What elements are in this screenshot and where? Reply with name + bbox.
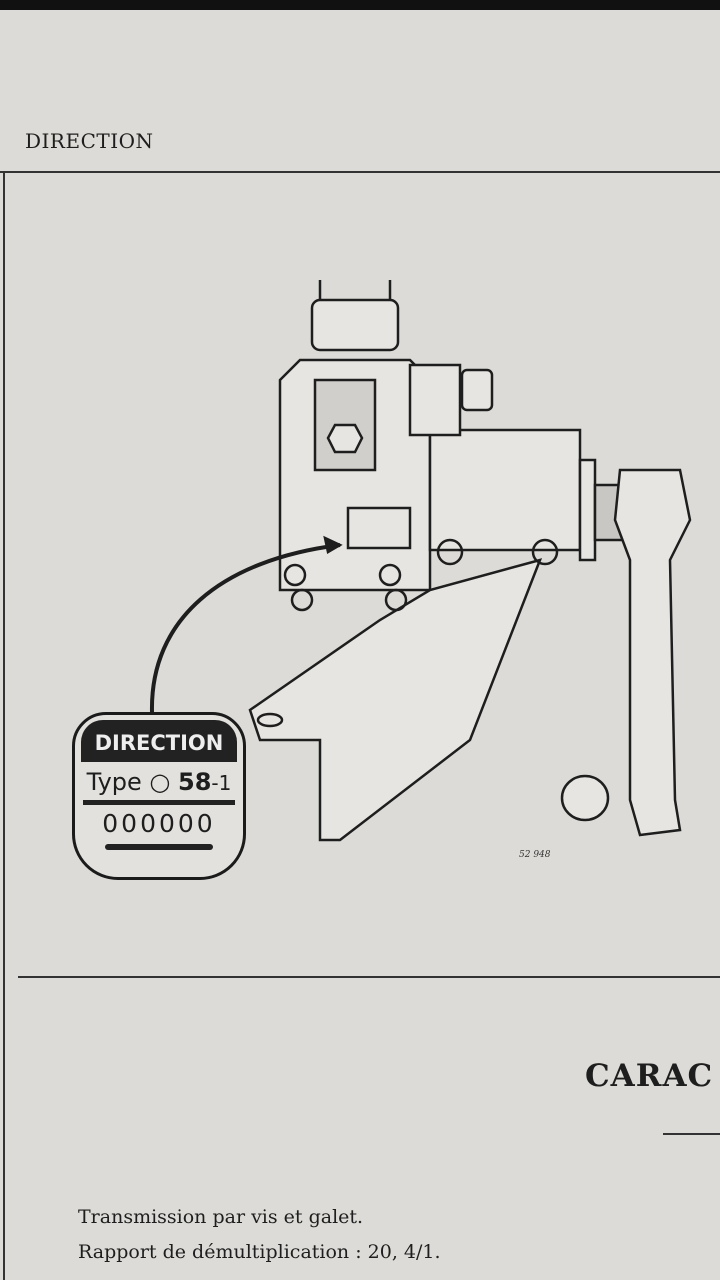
characteristic-line: Transmission par vis et galet. <box>78 1206 364 1228</box>
frame-top-rule <box>0 171 720 173</box>
plate-type-line: Type ○ 58-1 <box>75 768 243 796</box>
plate-type-suffix: -1 <box>211 771 232 795</box>
plate-type-label: Type <box>86 768 142 796</box>
plate-serial: 000000 <box>102 809 216 838</box>
plate-divider <box>83 800 235 805</box>
circle-icon: ○ <box>149 768 171 796</box>
section-title: CARAC <box>585 1058 714 1094</box>
title-rule <box>663 1133 720 1135</box>
plate-title: DIRECTION <box>81 720 237 762</box>
top-bar <box>0 0 720 10</box>
section-divider <box>18 976 720 978</box>
steering-box-illustration <box>149 280 692 842</box>
characteristic-line: Rapport de démultiplication : 20, 4/1. <box>78 1241 441 1263</box>
frame-left-rule <box>3 172 5 1280</box>
page-header: DIRECTION <box>25 129 154 153</box>
plate-type-value: 58 <box>178 768 212 796</box>
plate-foot-bar <box>105 844 213 850</box>
figure-number: 52 948 <box>519 850 551 860</box>
direction-type-plate: DIRECTION Type ○ 58-1 000000 <box>72 712 246 880</box>
